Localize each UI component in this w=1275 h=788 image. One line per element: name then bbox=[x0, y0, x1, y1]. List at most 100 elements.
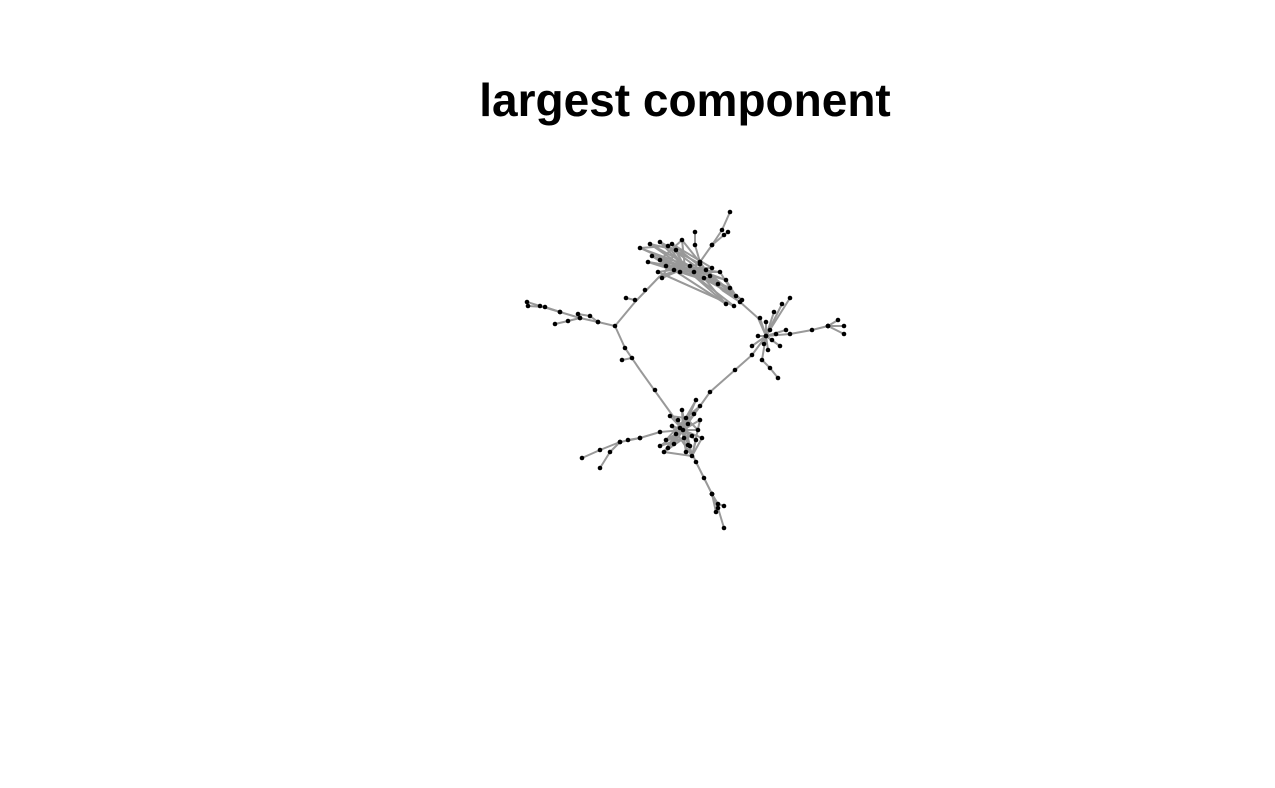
graph-node bbox=[787, 331, 793, 337]
graph-node bbox=[677, 269, 683, 275]
graph-edge bbox=[544, 306, 561, 313]
graph-node bbox=[657, 257, 663, 263]
graph-edge bbox=[559, 311, 581, 319]
graph-edge bbox=[667, 429, 684, 449]
graph-node bbox=[715, 505, 721, 511]
graph-node bbox=[649, 253, 655, 259]
graph-edge bbox=[599, 441, 621, 451]
graph-node bbox=[755, 333, 761, 339]
graph-node bbox=[647, 241, 653, 247]
graph-node bbox=[771, 309, 777, 315]
graph-node bbox=[622, 345, 628, 351]
graph-node bbox=[637, 435, 643, 441]
graph-edge bbox=[739, 301, 759, 319]
graph-node bbox=[673, 431, 679, 437]
graph-node bbox=[683, 449, 689, 455]
graph-edge bbox=[703, 277, 727, 305]
graph-node bbox=[713, 509, 719, 515]
graph-node bbox=[787, 295, 793, 301]
graph-node bbox=[709, 242, 715, 248]
graph-node bbox=[717, 269, 723, 275]
graph-node bbox=[669, 241, 675, 247]
graph-node bbox=[731, 303, 737, 309]
graph-node bbox=[697, 403, 703, 409]
graph-node bbox=[637, 245, 643, 251]
graph-edge bbox=[663, 451, 693, 457]
graph-node bbox=[689, 453, 695, 459]
graph-edge bbox=[614, 301, 636, 327]
graph-node bbox=[607, 449, 613, 455]
graph-node bbox=[737, 299, 743, 305]
graph-node bbox=[683, 415, 689, 421]
graph-node bbox=[749, 352, 755, 358]
graph-node bbox=[657, 443, 663, 449]
graph-node bbox=[669, 423, 675, 429]
graph-node bbox=[680, 427, 686, 433]
graph-edge bbox=[527, 305, 546, 308]
graph-node bbox=[773, 331, 779, 337]
graph-node bbox=[579, 455, 585, 461]
graph-edge bbox=[721, 211, 731, 231]
graph-node bbox=[727, 209, 733, 215]
graph-edge bbox=[789, 329, 813, 335]
graph-node bbox=[775, 375, 781, 381]
graph-node bbox=[619, 357, 625, 363]
graph-edge bbox=[761, 335, 767, 361]
graph-node bbox=[725, 229, 731, 235]
graph-edge bbox=[711, 234, 725, 246]
graph-node bbox=[679, 237, 685, 243]
graph-edge bbox=[639, 369, 661, 399]
graph-node bbox=[587, 313, 593, 319]
graph-node bbox=[685, 421, 691, 427]
graph-edge bbox=[734, 354, 753, 371]
graph-node bbox=[759, 357, 765, 363]
graph-node bbox=[733, 293, 739, 299]
graph-edge bbox=[581, 449, 601, 459]
graph-node bbox=[663, 437, 669, 443]
graph-node bbox=[767, 327, 773, 333]
graph-edge bbox=[657, 271, 735, 307]
graph-node bbox=[825, 323, 831, 329]
graph-node bbox=[524, 299, 530, 305]
graph-node bbox=[687, 263, 693, 269]
graph-node bbox=[721, 232, 727, 238]
graph-node bbox=[652, 387, 658, 393]
graph-edge bbox=[711, 493, 717, 513]
graph-edge bbox=[609, 441, 621, 453]
graph-node bbox=[617, 439, 623, 445]
graph-node bbox=[691, 269, 697, 275]
graph-edge bbox=[811, 325, 829, 331]
graph-edge bbox=[721, 289, 741, 303]
graph-edge bbox=[699, 244, 713, 263]
graph-node bbox=[763, 333, 769, 339]
graph-node bbox=[765, 347, 771, 353]
graph-node bbox=[661, 449, 667, 455]
graph-node bbox=[715, 501, 721, 507]
graph-node bbox=[779, 301, 785, 307]
graph-node bbox=[681, 435, 687, 441]
graph-node bbox=[693, 437, 699, 443]
graph-edge bbox=[639, 431, 661, 439]
graph-node bbox=[715, 281, 721, 287]
graph-node bbox=[692, 242, 698, 248]
graph-node bbox=[699, 435, 705, 441]
graph-edge bbox=[709, 369, 736, 393]
graph-node bbox=[695, 427, 701, 433]
graph-edge bbox=[703, 477, 713, 495]
graph-node bbox=[709, 265, 715, 271]
graph-node bbox=[679, 407, 685, 413]
graph-node bbox=[841, 331, 847, 337]
graph-edges bbox=[526, 211, 845, 529]
graph-node bbox=[723, 277, 729, 283]
graph-node bbox=[565, 318, 571, 324]
graph-node bbox=[552, 321, 558, 327]
graph-node bbox=[769, 337, 775, 343]
graph-edge bbox=[827, 325, 845, 335]
graph-node bbox=[783, 327, 789, 333]
graph-node bbox=[667, 413, 673, 419]
graph-node bbox=[835, 317, 841, 323]
graph-node bbox=[761, 341, 767, 347]
graph-node bbox=[557, 309, 563, 315]
